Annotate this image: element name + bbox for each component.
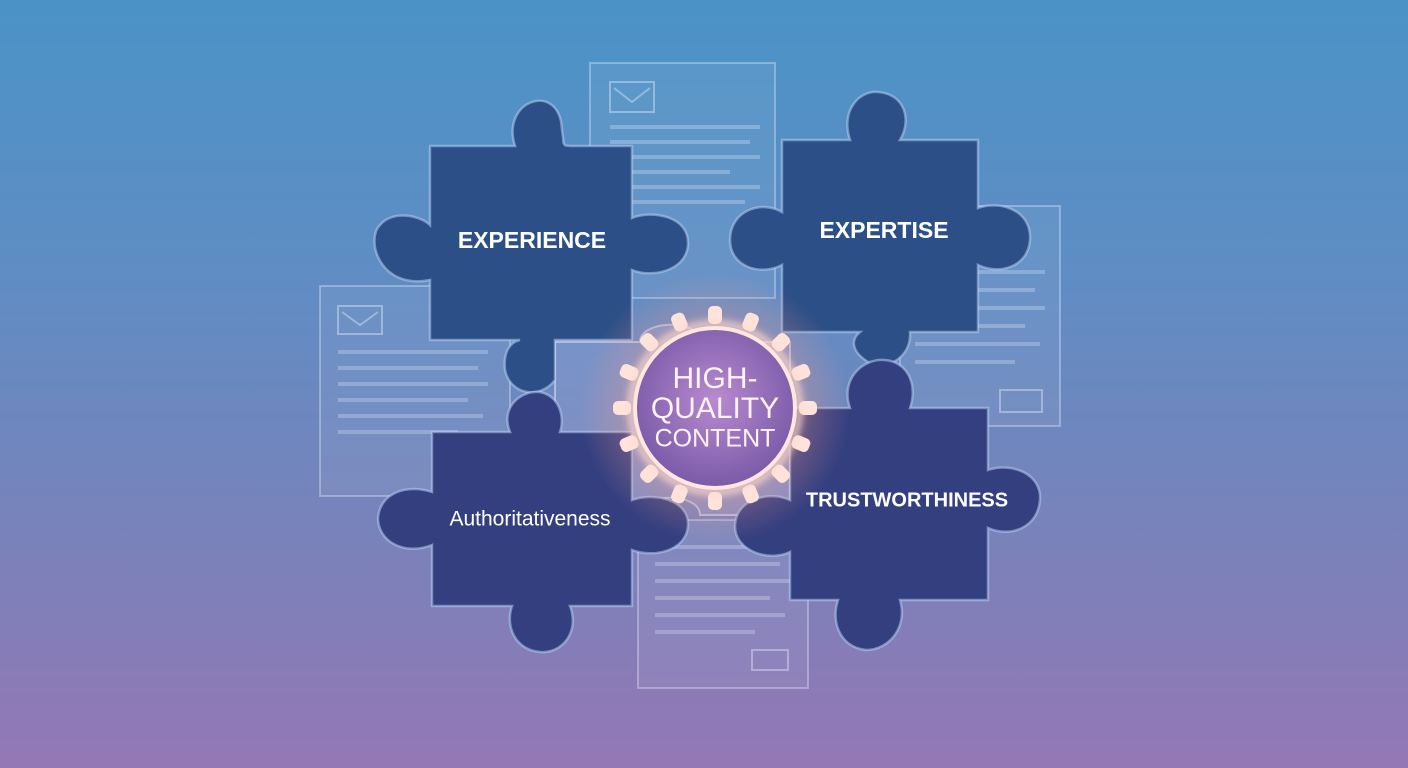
puzzle-piece-experience (373, 99, 690, 394)
gear-tooth (708, 306, 722, 324)
center-label-line3: CONTENT (655, 425, 776, 453)
gear-tooth (708, 492, 722, 510)
gear-tooth (791, 364, 811, 381)
center-label-line2: QUALITY (651, 392, 779, 425)
gear-tooth (791, 435, 811, 452)
gear-tooth (799, 401, 817, 415)
label-experience: EXPERIENCE (458, 227, 606, 253)
gear-tooth (619, 435, 639, 452)
label-authoritativeness: Authoritativeness (449, 508, 610, 531)
label-trustworthiness: TRUSTWORTHINESS (806, 489, 1008, 511)
gear-tooth (613, 401, 631, 415)
gear-tooth (742, 484, 759, 504)
gear-badge-icon (580, 273, 850, 543)
center-label-line1: HIGH- (673, 362, 758, 395)
label-expertise: EXPERTISE (819, 217, 948, 243)
puzzle-piece-expertise (728, 90, 1032, 367)
gear-tooth (671, 484, 688, 504)
gear-tooth (671, 312, 688, 332)
gear-tooth (742, 312, 759, 332)
gear-tooth (619, 364, 639, 381)
